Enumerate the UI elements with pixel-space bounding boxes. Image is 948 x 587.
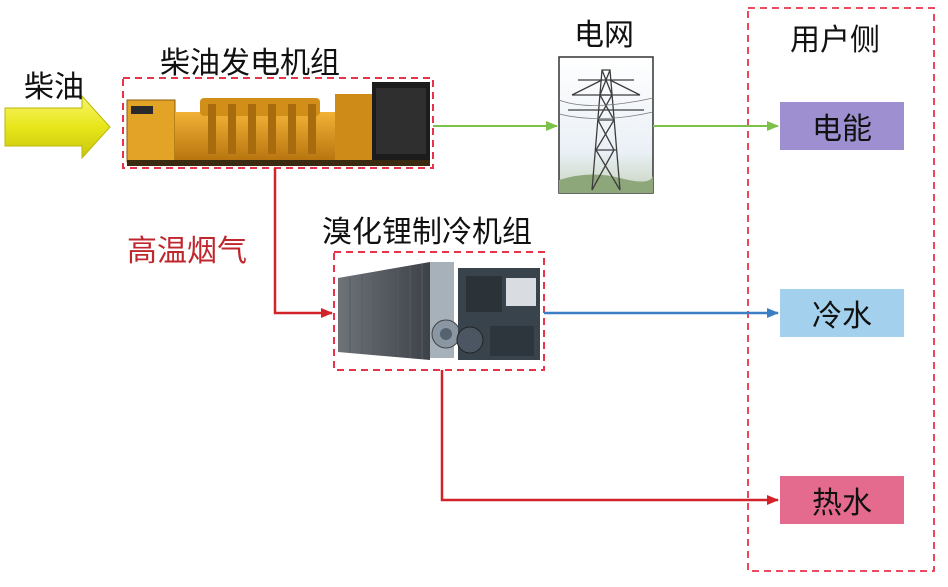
chiller-dashed-frame: [333, 251, 545, 371]
power-grid-image: [558, 56, 654, 194]
generator-title: 柴油发电机组: [160, 46, 340, 81]
diesel-generator-image: [122, 77, 434, 169]
generator-dashed-frame: [122, 77, 434, 169]
chiller-to-hot-water-flow: [440, 370, 779, 505]
user-side-frame: [747, 7, 935, 572]
flue-gas-flow: [273, 168, 333, 318]
output-cold-water-label: 冷水: [812, 299, 872, 334]
output-electricity-label: 电能: [812, 112, 872, 147]
output-cold-water-box: 冷水: [780, 289, 904, 337]
output-hot-water-label: 热水: [812, 486, 872, 521]
grid-title: 电网: [574, 18, 634, 53]
fuel-input-arrow: [4, 94, 111, 160]
output-electricity-box: 电能: [780, 102, 904, 150]
fuel-label: 柴油: [24, 70, 84, 105]
flue-gas-label: 高温烟气: [127, 234, 247, 269]
chiller-title: 溴化锂制冷机组: [322, 215, 532, 250]
user-side-title: 用户侧: [790, 23, 880, 58]
chiller-image: [333, 251, 545, 371]
output-hot-water-box: 热水: [780, 476, 904, 524]
